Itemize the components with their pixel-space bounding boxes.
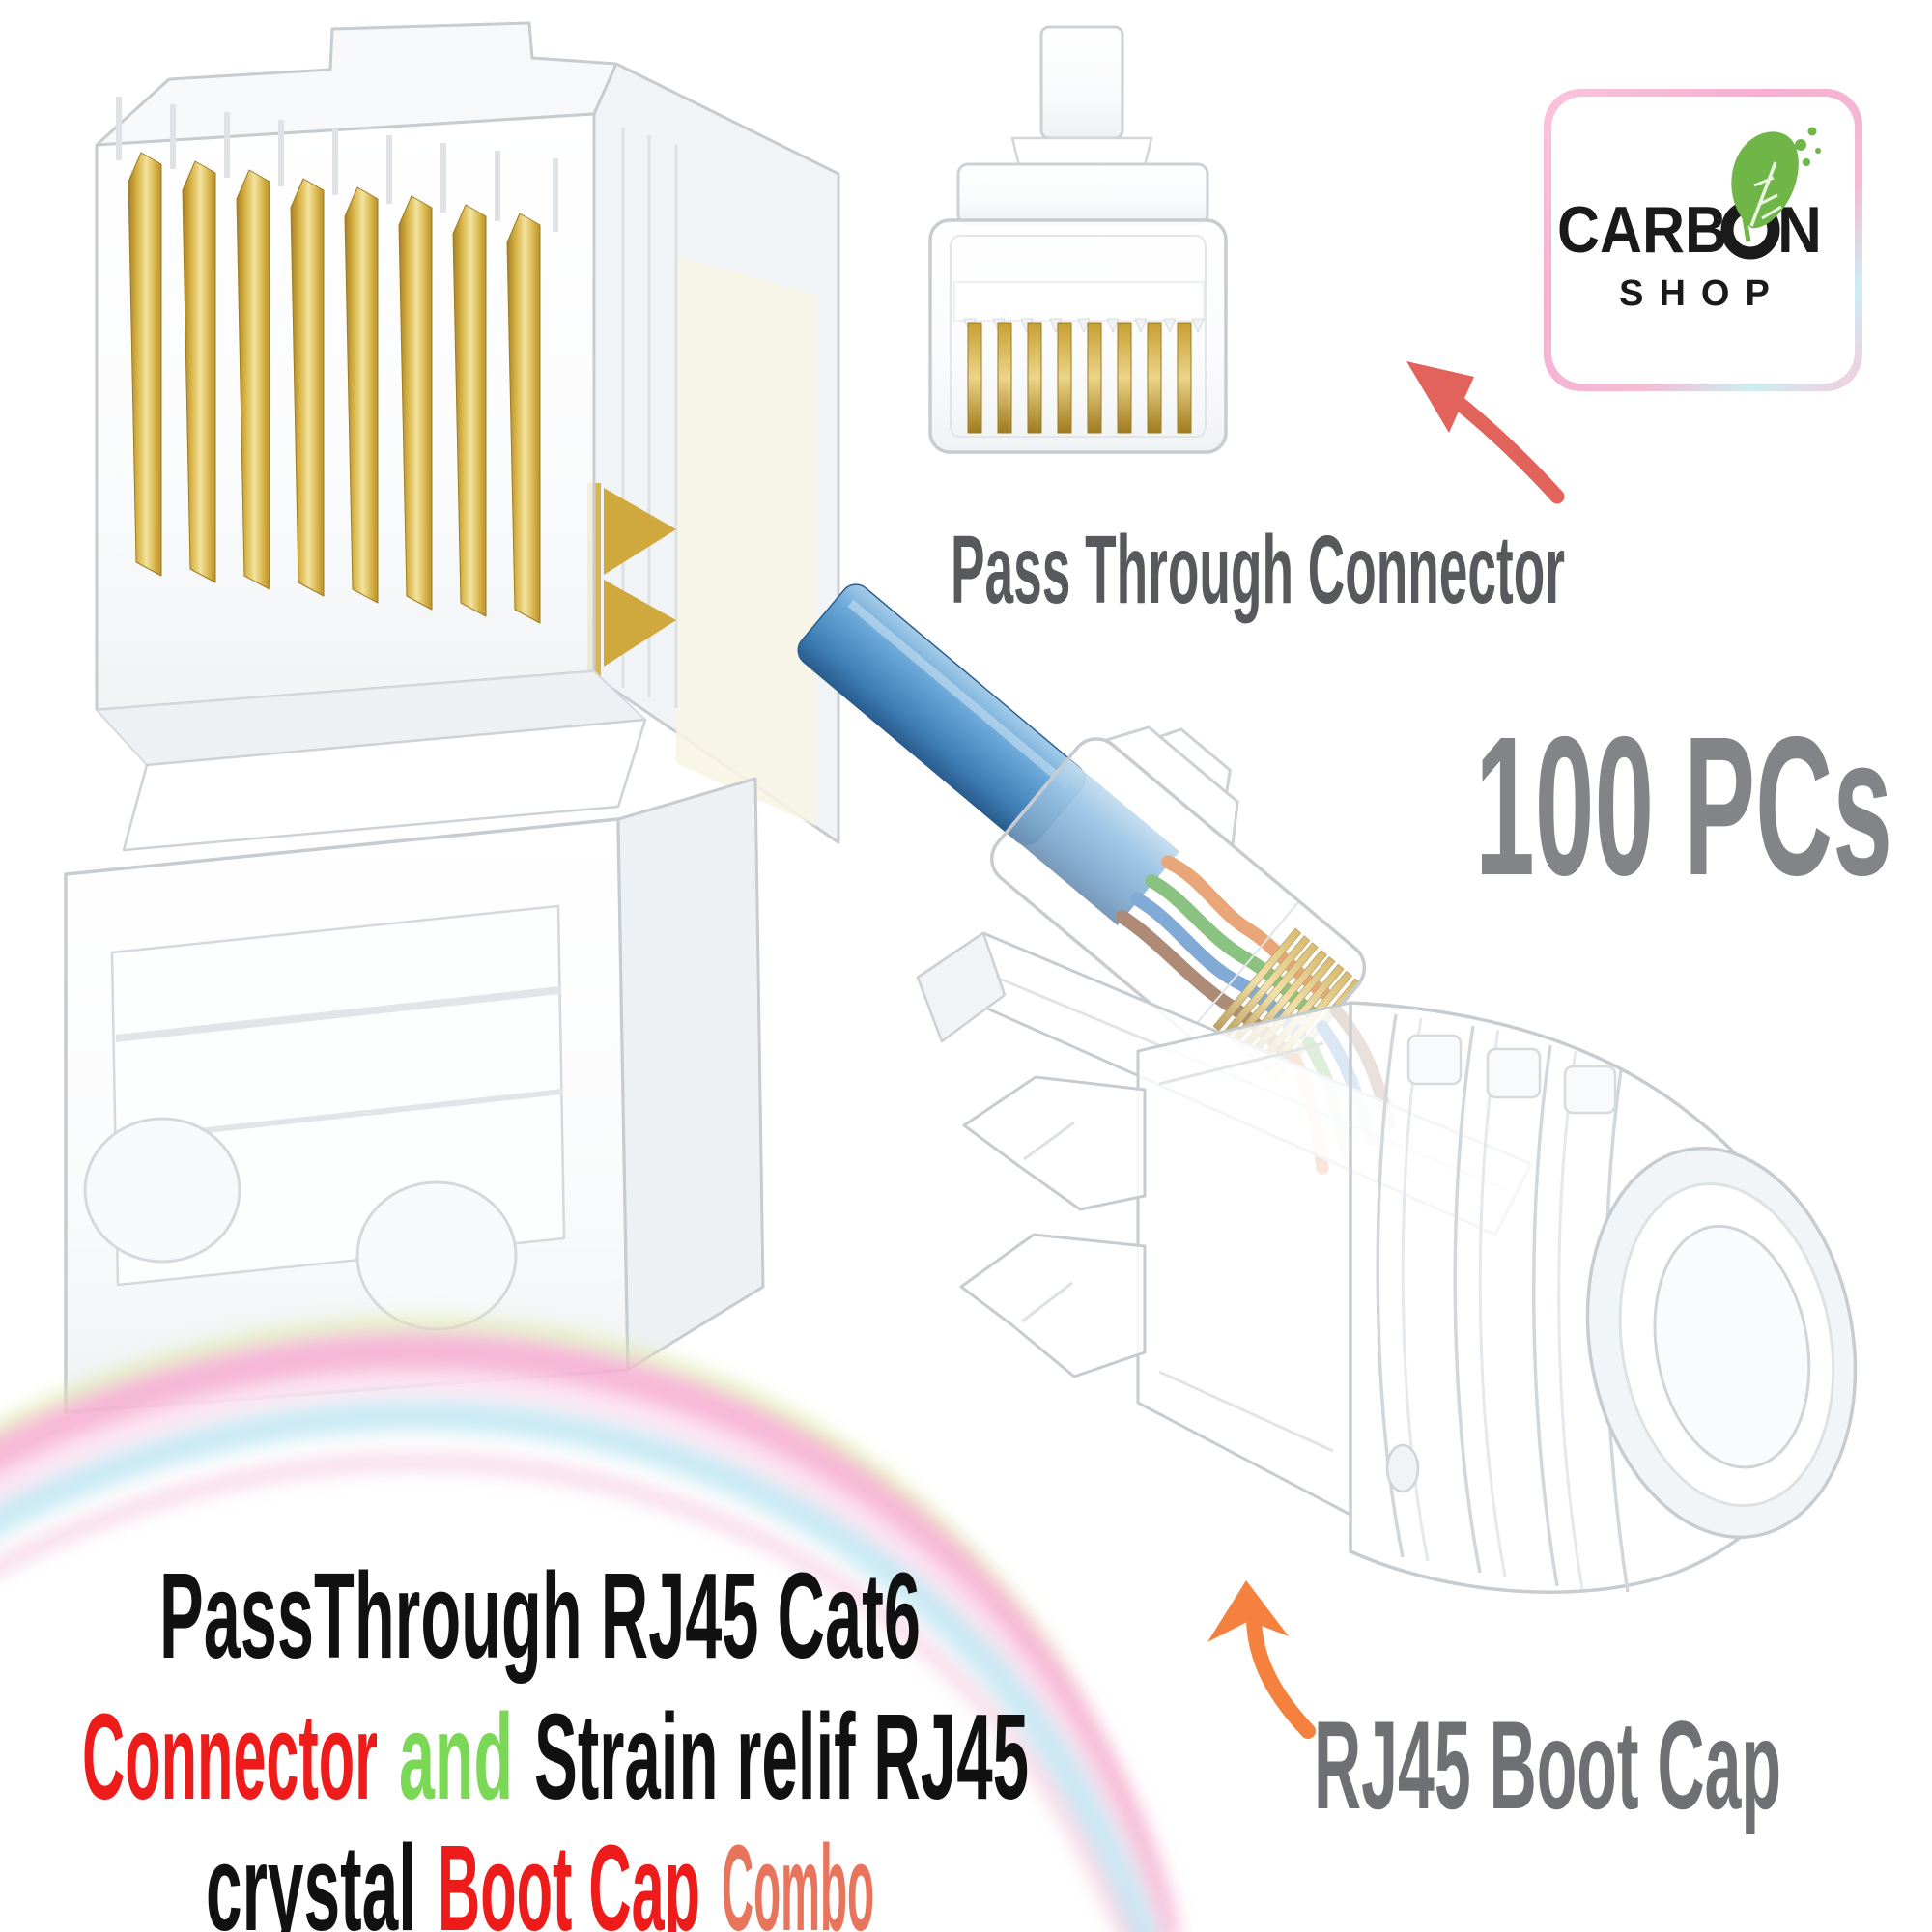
product-title: PassThrough RJ45 Cat6 Connector and Stra…: [82, 1548, 1029, 1932]
boot-cap-callout-label: RJ45 Boot Cap: [1314, 1694, 1781, 1835]
boot-cap-image: [916, 931, 1858, 1594]
pass-through-connector-image: [928, 25, 1228, 454]
boot-cable-opening: [1585, 1146, 1858, 1540]
title-line-3: crystal Boot Cap Combo: [206, 1820, 874, 1932]
title-word-connector: Connector: [82, 1689, 378, 1825]
brand-logo: CARB N SHOP: [1544, 89, 1862, 391]
gold-pins: [128, 152, 541, 624]
leaf-icon: [1731, 127, 1821, 242]
title-word-and: and: [399, 1689, 513, 1825]
rainbow-wave-decoration: [0, 1317, 1179, 1932]
title-word-bootcap: Boot Cap: [438, 1820, 700, 1932]
brand-shop-label: SHOP: [1619, 273, 1785, 314]
gold-pins-front: [967, 322, 1192, 434]
pass-through-callout-label: Pass Through Connector: [951, 516, 1565, 624]
rj45-connector-large-image: [64, 21, 840, 1414]
title-line-2: Connector and Strain relif RJ45: [82, 1689, 1029, 1825]
title-word-combo: Combo: [722, 1820, 874, 1932]
title-word-strain: Strain relif RJ45: [534, 1689, 1029, 1825]
brand-name-left: CARB: [1557, 193, 1727, 267]
red-arrow-icon: [1406, 361, 1565, 504]
pin-separators: [116, 97, 558, 232]
title-line-1: PassThrough RJ45 Cat6: [159, 1548, 921, 1684]
quantity-label: 100 PCs: [1475, 696, 1892, 917]
orange-arrow-icon: [1208, 1580, 1316, 1739]
title-word-crystal: crystal: [206, 1820, 416, 1932]
